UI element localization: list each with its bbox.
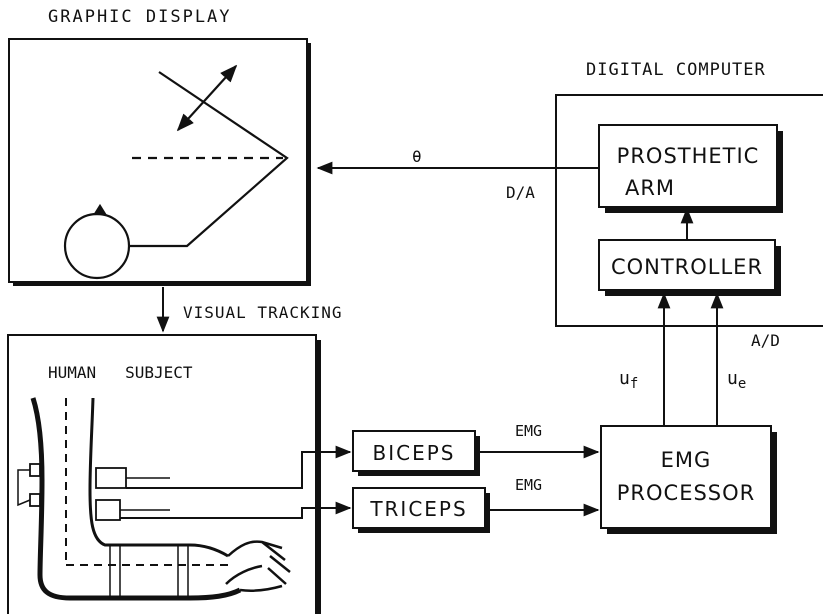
triceps-wire: [120, 501, 352, 519]
emg-processor-label-line2: PROCESSOR: [617, 481, 756, 505]
graphic-display-title: GRAPHIC DISPLAY: [48, 7, 232, 27]
controller-block: [598, 239, 781, 296]
visual-tracking-label: VISUAL TRACKING: [183, 303, 343, 322]
triceps-block: [352, 487, 490, 533]
biceps-block: [352, 430, 480, 476]
controller-label: CONTROLLER: [611, 255, 763, 279]
prosthetic-arm-block: [598, 124, 783, 213]
human-arm-figure: [17, 397, 291, 601]
graphic-display-box: [8, 38, 311, 286]
theta-label: θ: [412, 147, 422, 166]
human-subject-title: HUMAN SUBJECT: [48, 363, 193, 382]
emg-processor-block: [600, 425, 777, 534]
uf-label: uf: [619, 368, 638, 392]
ad-label: A/D: [751, 331, 780, 350]
emg-processor-label-line1: EMG: [661, 448, 712, 472]
display-arm-figure: [63, 64, 289, 280]
prosthetic-arm-label-line2: ARM: [625, 176, 675, 200]
ue-label: ue: [727, 368, 746, 392]
digital-computer-box: [555, 94, 823, 327]
emg-top-label: EMG: [515, 422, 542, 440]
digital-computer-title: DIGITAL COMPUTER: [586, 60, 766, 80]
biceps-label: BICEPS: [373, 441, 456, 465]
da-label: D/A: [506, 183, 535, 202]
emg-bottom-label: EMG: [515, 476, 542, 494]
triceps-label: TRICEPS: [369, 497, 467, 521]
prosthetic-arm-label-line1: PROSTHETIC: [617, 144, 760, 168]
human-subject-box: [7, 334, 321, 614]
biceps-wire: [126, 445, 352, 489]
